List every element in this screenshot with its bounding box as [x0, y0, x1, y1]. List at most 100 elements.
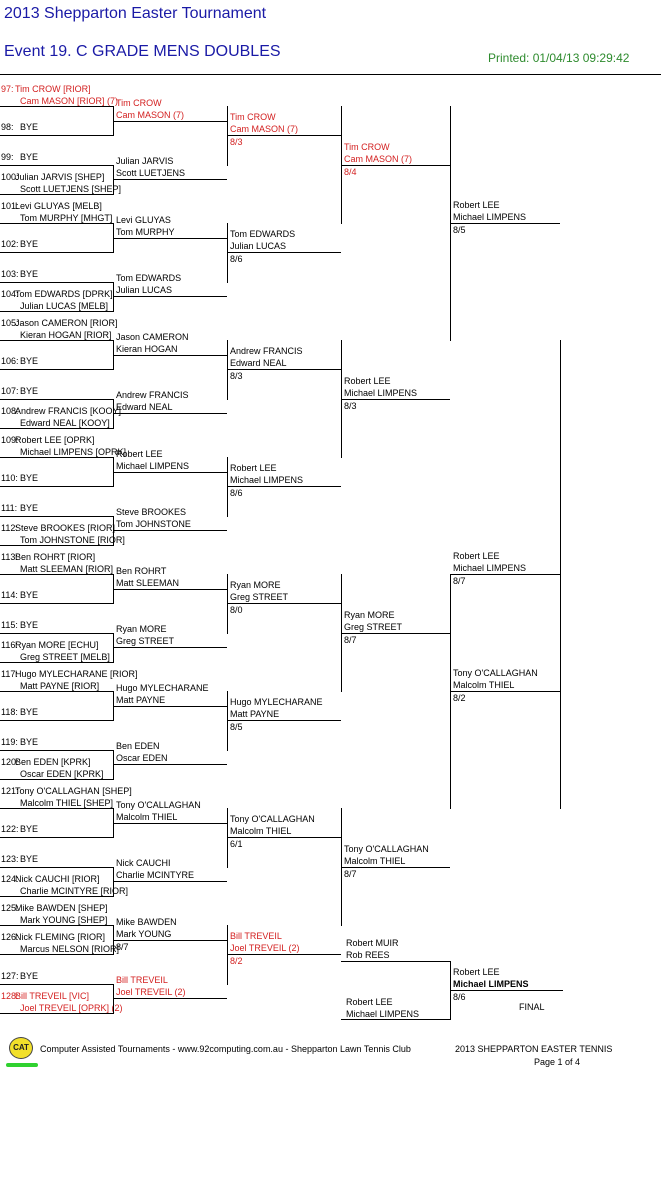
- entry-line: [0, 837, 113, 839]
- entry-seed: 128:: [1, 990, 19, 1001]
- winner-player-1: Tony O'CALLAGHAN: [453, 668, 538, 678]
- match-line: [113, 647, 227, 649]
- final-winner-line: [450, 990, 563, 991]
- match-line: [227, 252, 341, 254]
- final-label: FINAL: [519, 1002, 545, 1012]
- entry-player-2: Cam MASON [RIOR] (7): [20, 96, 119, 106]
- entry-seed: 103:: [1, 268, 19, 279]
- winner-player-2: Michael LIMPENS: [116, 460, 190, 471]
- entry-line: [0, 632, 113, 634]
- entry-line: [0, 369, 113, 371]
- entry-seed: 104:: [1, 288, 19, 299]
- winner-player-1: Bill TREVEIL: [116, 975, 168, 986]
- winner-player-1: Bill TREVEIL: [230, 931, 282, 942]
- final-bottom-player-1: Robert LEE: [346, 997, 393, 1007]
- final-score: 8/6: [453, 992, 466, 1002]
- entry-line: [0, 895, 113, 897]
- entry-line: [0, 720, 113, 722]
- winner-player-2: Greg STREET: [230, 592, 289, 603]
- entry-player-1: Robert LEE [OPRK]: [15, 435, 95, 445]
- entry-line: [0, 281, 113, 283]
- entry-player-1: Andrew FRANCIS [KOOY]: [15, 405, 122, 416]
- entry-line: [0, 778, 113, 780]
- champion-player-2: Michael LIMPENS: [453, 979, 529, 989]
- entry-player-1: BYE: [20, 239, 39, 250]
- entry-player-2: Joel TREVEIL [OPRK] (2): [20, 1002, 123, 1013]
- winner-player-1: Tim CROW: [344, 141, 390, 152]
- entry-line: [0, 193, 113, 195]
- match-score: 8/7: [344, 868, 357, 879]
- match-score: 8/7: [116, 941, 129, 952]
- match-score: 8/6: [230, 254, 243, 265]
- winner-player-2: Joel TREVEIL (2): [230, 943, 300, 954]
- entry-seed: 99:: [1, 151, 14, 162]
- winner-player-1: Tony O'CALLAGHAN: [344, 843, 429, 854]
- winner-player-1: Ben ROHRT: [116, 565, 167, 576]
- footer-tournament: 2013 SHEPPARTON EASTER TENNIS: [455, 1044, 613, 1054]
- entry-seed: 121:: [1, 786, 19, 796]
- entry-seed: 97:: [1, 84, 14, 94]
- entry-player-1: Steve BROOKES [RIOR]: [15, 522, 116, 533]
- entry-seed: 112:: [1, 522, 18, 533]
- match-line: [113, 296, 227, 298]
- winner-player-2: Malcolm THIEL: [116, 811, 178, 822]
- entry-player-1: Tim CROW [RIOR]: [15, 84, 91, 94]
- winner-player-1: Steve BROOKES: [116, 507, 187, 518]
- entry-line: [0, 106, 113, 107]
- winner-player-1: Hugo MYLECHARANE: [116, 682, 209, 693]
- entry-line: [0, 427, 113, 429]
- match-line: [113, 237, 227, 239]
- winner-player-2: Kieran HOGAN: [116, 343, 178, 354]
- winner-player-2: Malcolm THIEL: [230, 826, 292, 837]
- entry-player-2: Charlie MCINTYRE [RIOR]: [20, 885, 129, 896]
- entry-line: [0, 1012, 113, 1014]
- winner-player-2: Cam MASON (7): [116, 109, 185, 120]
- winner-player-1: Jason CAMERON: [116, 331, 189, 342]
- entry-seed: 125:: [1, 903, 19, 913]
- entry-seed: 114:: [1, 590, 18, 601]
- entry-line: [0, 544, 113, 546]
- entry-player-2: Kieran HOGAN [RIOR]: [20, 330, 112, 340]
- entry-line: [0, 164, 113, 166]
- entry-line: [0, 603, 113, 605]
- entry-seed: 111:: [1, 502, 18, 513]
- winner-player-1: Tom EDWARDS: [116, 273, 182, 284]
- entry-player-1: Jason CAMERON [RIOR]: [15, 318, 118, 328]
- entry-seed: 105:: [1, 318, 19, 328]
- winner-player-2: Cam MASON (7): [344, 153, 413, 164]
- match-line: [113, 939, 227, 941]
- winner-player-1: Mike BAWDEN: [116, 916, 177, 927]
- match-line: [227, 369, 341, 371]
- footer-credit: Computer Assisted Tournaments - www.92co…: [40, 1044, 411, 1054]
- winner-player-1: Tony O'CALLAGHAN: [230, 814, 315, 825]
- entry-player-1: Levi GLUYAS [MELB]: [15, 201, 102, 211]
- match-score: 8/5: [453, 225, 466, 235]
- final-line: [341, 1019, 450, 1020]
- entry-seed: 116:: [1, 639, 18, 650]
- entry-player-1: Ben ROHRT [RIOR]: [15, 552, 96, 562]
- entry-line: [0, 398, 113, 400]
- entry-player-2: Tom JOHNSTONE [RIOR]: [20, 534, 125, 545]
- match-score: 8/3: [344, 400, 357, 411]
- logo-underline: [6, 1063, 38, 1067]
- entry-line: [0, 310, 113, 312]
- entry-line: [0, 808, 113, 809]
- entry-line: [0, 925, 113, 926]
- match-line: [227, 954, 341, 956]
- entry-player-2: Marcus NELSON [RIOR]: [20, 944, 120, 955]
- final-top-player-2: Rob REES: [346, 950, 390, 960]
- entry-player-1: Ryan MORE [ECHU]: [15, 639, 99, 650]
- entry-line: [0, 135, 113, 137]
- winner-player-1: Ryan MORE: [230, 580, 281, 591]
- winner-player-2: Julian LUCAS: [230, 241, 287, 252]
- winner-player-1: Robert LEE: [116, 448, 163, 459]
- winner-player-1: Levi GLUYAS: [116, 214, 171, 225]
- entry-line: [0, 223, 113, 224]
- match-line: [113, 822, 227, 824]
- winner-player-2: Matt SLEEMAN: [116, 577, 180, 588]
- match-score: 8/2: [230, 956, 243, 967]
- match-score: 8/6: [230, 488, 243, 499]
- winner-player-2: Edward NEAL: [116, 402, 173, 413]
- entry-seed: 100:: [1, 171, 19, 182]
- winner-player-2: Edward NEAL: [230, 358, 287, 369]
